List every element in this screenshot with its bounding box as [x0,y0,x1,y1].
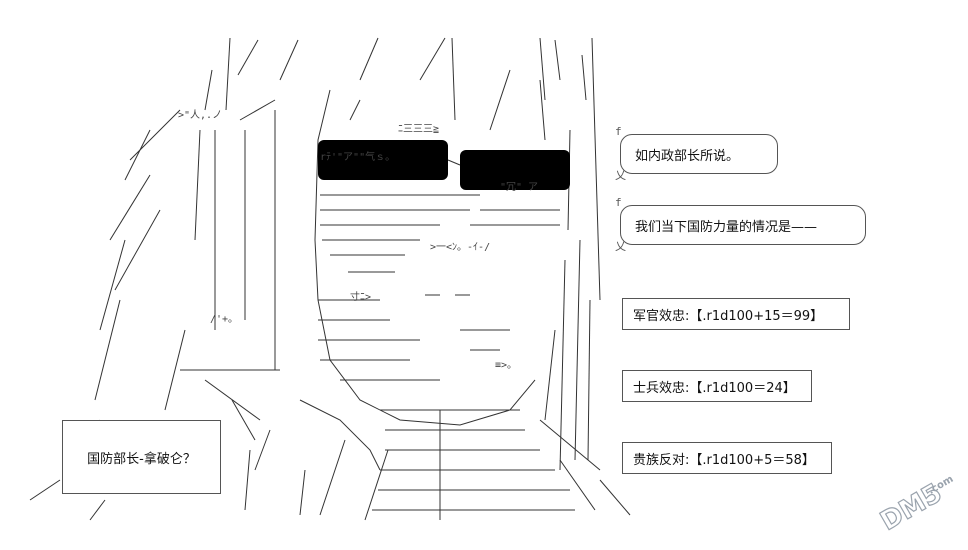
bubble-tick: f [615,125,622,138]
svg-text:/'+。: /'+。 [210,314,238,325]
roll-box-military-loyalty: 军官效忠:【.r1d100+15＝99】 [622,298,850,330]
svg-text:寸ﾆ>: 寸ﾆ> [350,290,371,303]
svg-text:>"人,.ノ: >"人,.ノ [178,109,222,121]
glasses [318,140,570,273]
speech-text-1: 如内政部长所说。 [635,148,740,164]
roll-text-noble-opposition: 贵族反对:【.r1d100+5＝58】 [633,452,815,468]
speech-bubble-2: f 我们当下国防力量的情况是—— 乂 [615,196,866,253]
question-text: 国防部长-拿破仑？ [87,451,196,467]
speech-bubble-1: f 如内政部长所说。 乂 [615,125,778,182]
bubble-tick: f [615,196,622,209]
roll-box-soldier-loyalty: 士兵效忠:【.r1d100＝24】 [622,370,812,402]
roll-box-noble-opposition: 贵族反对:【.r1d100+5＝58】 [622,442,832,474]
svg-text:≡>。: ≡>。 [495,360,517,371]
svg-text:ﾆ三三三≧: ﾆ三三三≧ [398,124,439,135]
hair-strands-right [359,37,631,516]
hair-strands-left [29,37,299,521]
mouth-chin [318,294,510,381]
question-box: 国防部长-拿破仑？ [62,420,221,494]
roll-text-military-loyalty: 军官效忠:【.r1d100+15＝99】 [633,308,824,324]
bubble-tail: 乂 [615,169,626,182]
roll-text-soldier-loyalty: 士兵效忠:【.r1d100＝24】 [633,380,796,396]
svg-text:"冗" ア: "冗" ア [500,182,538,193]
coat-collar [299,409,575,521]
svg-text:rﾃ'"ア""气ｓ。: rﾃ'"ア""气ｓ。 [320,150,395,163]
bubble-tail: 乂 [615,240,626,253]
speech-text-2: 我们当下国防力量的情况是—— [635,219,818,235]
dm5-logo: DM5 .com [875,474,956,532]
svg-text:>一<ﾝ。-ｲ-/: >一<ﾝ。-ｲ-/ [430,242,490,253]
